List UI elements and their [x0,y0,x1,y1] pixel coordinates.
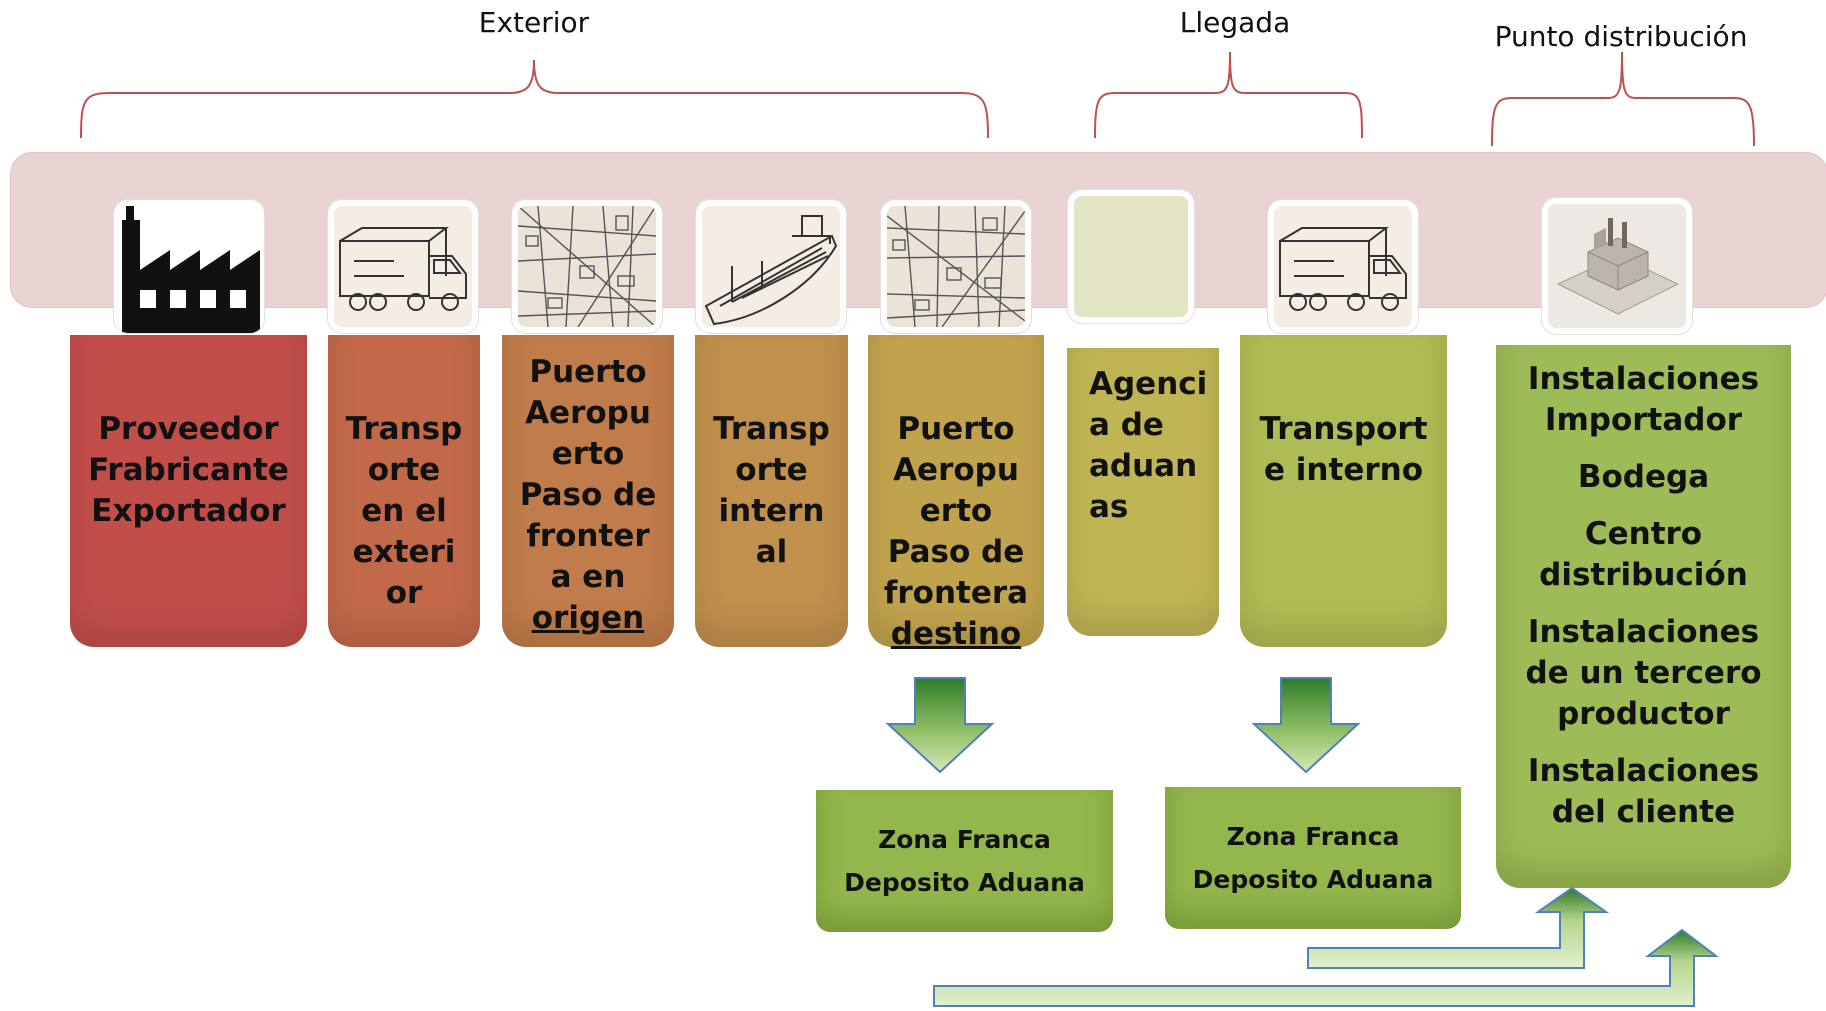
distribution-line: del cliente [1551,794,1736,830]
stage-line: erto [919,493,993,529]
zona-franca-label: Zona Franca [1226,822,1400,851]
industrial-plant-icon [1556,218,1680,315]
stage-line: a en [550,559,626,595]
stage-line: Frabricante [88,452,289,488]
stage-line: aduan [1089,448,1198,484]
stage-line: orte [367,452,441,488]
deposito-aduana-label: Deposito Aduana [1192,865,1434,894]
stage-line: Puerto [897,411,1015,447]
city-map-icon-frame-destino [881,200,1031,333]
ship-icon-frame [696,200,846,333]
distribution-line: productor [1557,696,1730,732]
stage-line: a de [1089,407,1164,443]
stage-line: Aeropu [525,395,651,431]
stage-line: Exportador [91,493,286,529]
down-arrow-transporte [1251,677,1361,774]
stage-line: origen [531,600,645,636]
stage-line: al [755,534,788,570]
bracket-exterior [80,59,989,139]
factory-icon [114,200,264,333]
stage-line: fronter [526,518,650,554]
stage-line: Proveedor [98,411,279,447]
bracket-punto-distribucion [1491,51,1755,147]
stage-line: Transp [345,411,463,447]
stage-line: as [1089,489,1129,525]
distribution-line: Instalaciones [1527,361,1760,397]
truck-icon-frame-interno [1268,200,1418,333]
zona-franca-box-1: Zona Franca Deposito Aduana [816,790,1113,932]
factory-icon-frame [114,200,264,333]
distribution-line: Importador [1544,402,1743,438]
down-arrow-puerto [885,677,995,774]
blank-icon-frame [1068,190,1194,323]
truck-icon [339,227,467,311]
stage-line: e interno [1263,452,1423,488]
stage-line: Aeropu [893,452,1019,488]
industrial-plant-icon-frame [1542,198,1692,334]
blank-icon [1074,196,1188,317]
stage-box-transporte-exterior: Transp orte en el exteri or [328,335,480,647]
stage-line: Transport [1259,411,1428,447]
distribution-item: Centro distribución [1539,514,1748,596]
stage-line: orte [735,452,808,488]
stage-line: Puerto [529,354,647,390]
stage-line: exteri [352,534,456,570]
stage-line: intern [718,493,825,529]
ship-icon [704,215,838,326]
stage-line: en el [361,493,447,529]
distribution-line: distribución [1539,557,1748,593]
stage-box-transporte-internacional: Transp orte intern al [695,335,848,647]
stage-line: Agenci [1089,366,1208,402]
zona-franca-box-2: Zona Franca Deposito Aduana [1165,787,1461,929]
truck-icon-frame [328,200,478,333]
distribution-item: Instalaciones del cliente [1528,751,1759,833]
city-map-icon [887,206,1025,327]
zona-franca-label: Zona Franca [878,825,1051,854]
group-label-llegada: Llegada [1179,6,1291,39]
distribution-item: Bodega [1578,457,1709,498]
distribution-item: Instalaciones de un tercero productor [1525,612,1761,735]
group-label-punto-distribucion: Punto distribución [1494,20,1748,53]
stage-line: frontera [883,575,1029,611]
stage-line: or [385,575,423,611]
deposito-aduana-label: Deposito Aduana [844,868,1085,897]
stage-box-agencia-aduanas: Agenci a de aduan as [1067,348,1219,636]
city-map-icon-frame-origin [512,200,662,333]
bracket-llegada [1094,51,1363,139]
distribution-line: Bodega [1577,459,1710,495]
distribution-line: Centro [1584,516,1703,552]
stage-line: destino [890,616,1022,652]
city-map-icon [518,206,656,327]
distribution-line: Instalaciones [1527,614,1760,650]
bent-up-arrow-2 [933,928,1719,1007]
bent-up-arrow-1 [1307,886,1610,969]
stage-line: Paso de [519,477,657,513]
stage-line: Transp [713,411,830,447]
distribution-line: de un tercero [1525,655,1762,691]
group-label-exterior: Exterior [478,6,590,39]
stage-line: Paso de [887,534,1025,570]
stage-box-transporte-interno: Transport e interno [1240,335,1447,647]
stage-line: erto [551,436,625,472]
distribution-line: Instalaciones [1527,753,1760,789]
truck-icon [1279,227,1407,311]
